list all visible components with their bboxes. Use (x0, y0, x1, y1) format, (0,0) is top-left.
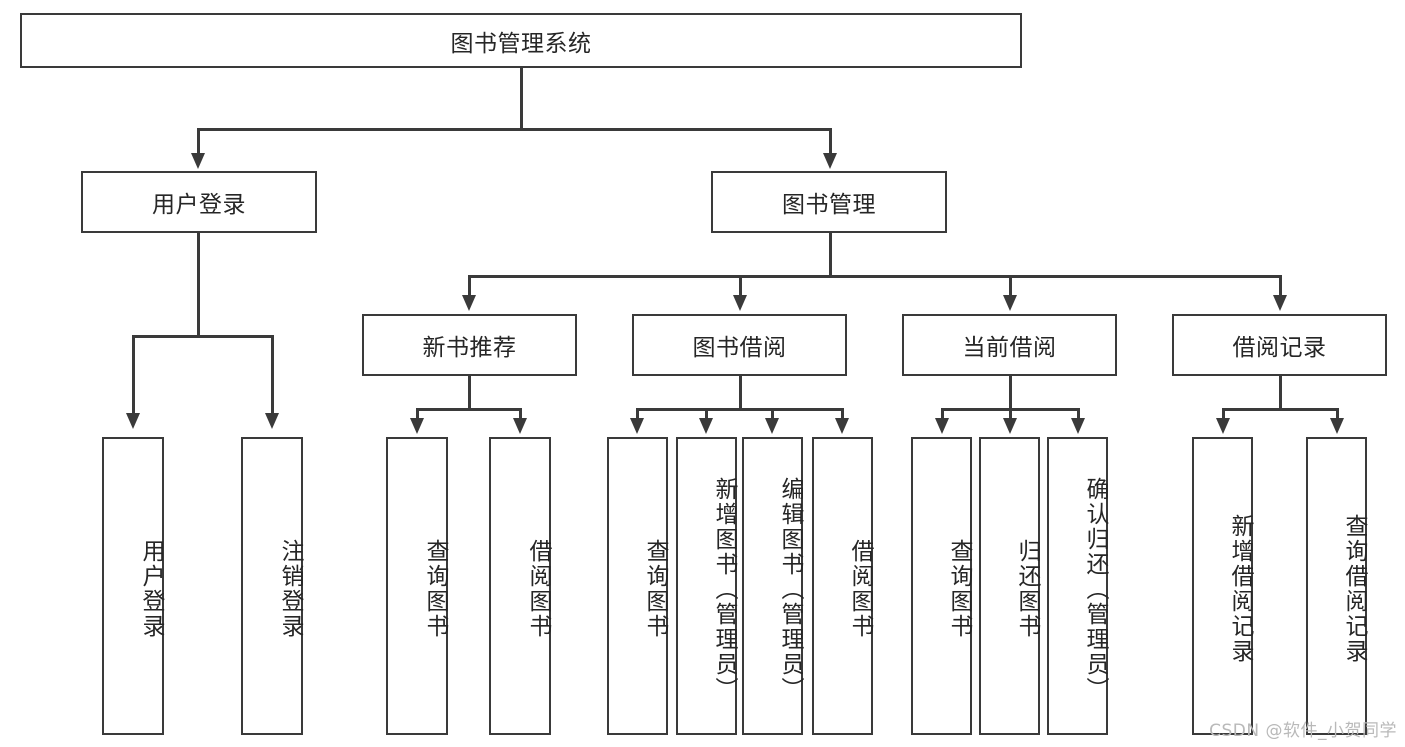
arrow-to-leaf-add-borrow-record (1216, 418, 1230, 434)
node-label: 查询图书 (422, 539, 448, 639)
leaf-user-login[interactable]: 用户登录 (102, 437, 164, 735)
connector-book-borrow-drop-3 (771, 408, 774, 420)
connector-book-borrow-drop-1 (636, 408, 639, 420)
node-new-book-recommend[interactable]: 新书推荐 (362, 314, 577, 376)
connector-level3-bus (469, 275, 1281, 278)
arrow-to-leaf-confirm-return (1071, 418, 1085, 434)
connector-level2-bus (198, 128, 832, 131)
connector-current-borrow-drop-3 (1077, 408, 1080, 420)
node-user-login[interactable]: 用户登录 (81, 171, 317, 233)
leaf-logout[interactable]: 注销登录 (241, 437, 303, 735)
leaf-return-book[interactable]: 归还图书 (979, 437, 1040, 735)
arrow-to-leaf-borrow-book-2 (835, 418, 849, 434)
node-label: 用户登录 (138, 539, 164, 639)
leaf-borrow-book-borrow[interactable]: 借阅图书 (812, 437, 873, 735)
connector-book-borrow-stem (739, 376, 742, 408)
connector-user-login-drop-1 (132, 335, 135, 415)
arrow-to-borrow-record (1273, 295, 1287, 311)
leaf-query-borrow-record[interactable]: 查询借阅记录 (1306, 437, 1367, 735)
connector-level3-drop-1 (468, 275, 471, 297)
arrow-to-leaf-return-book (1003, 418, 1017, 434)
connector-book-borrow-drop-4 (841, 408, 844, 420)
arrow-to-book-management (823, 153, 837, 169)
arrow-to-leaf-user-login (126, 413, 140, 429)
node-current-borrow[interactable]: 当前借阅 (902, 314, 1117, 376)
node-label: 新增图书（管理员） (711, 476, 737, 702)
arrow-to-leaf-query-book-2 (630, 418, 644, 434)
connector-user-login-bus (133, 335, 273, 338)
arrow-to-leaf-query-borrow-record (1330, 418, 1344, 434)
arrow-to-new-book-recommend (462, 295, 476, 311)
node-label: 查询图书 (642, 539, 668, 639)
node-book-management[interactable]: 图书管理 (711, 171, 947, 233)
node-label: 图书管理系统 (450, 30, 592, 57)
connector-current-borrow-stem (1009, 376, 1012, 408)
connector-new-book-drop-1 (416, 408, 419, 420)
node-label: 借阅记录 (1232, 335, 1327, 361)
connector-borrow-record-drop-2 (1336, 408, 1339, 420)
connector-user-login-stem (197, 233, 200, 335)
leaf-add-borrow-record[interactable]: 新增借阅记录 (1192, 437, 1253, 735)
arrow-to-user-login (191, 153, 205, 169)
leaf-add-book-admin[interactable]: 新增图书（管理员） (676, 437, 737, 735)
leaf-query-book-current[interactable]: 查询图书 (911, 437, 972, 735)
node-label: 当前借阅 (962, 335, 1057, 361)
leaf-borrow-book-new[interactable]: 借阅图书 (489, 437, 551, 735)
connector-level3-drop-4 (1279, 275, 1282, 297)
arrow-to-leaf-edit-book (765, 418, 779, 434)
connector-new-book-drop-2 (519, 408, 522, 420)
connector-book-borrow-drop-2 (705, 408, 708, 420)
connector-current-borrow-drop-1 (941, 408, 944, 420)
node-label: 用户登录 (152, 192, 246, 218)
connector-borrow-record-drop-1 (1222, 408, 1225, 420)
node-label: 归还图书 (1014, 539, 1040, 639)
node-label: 编辑图书（管理员） (777, 476, 803, 702)
node-book-borrow[interactable]: 图书借阅 (632, 314, 847, 376)
node-label: 新增借阅记录 (1227, 514, 1253, 664)
connector-current-borrow-drop-2 (1009, 408, 1012, 420)
leaf-query-book-new[interactable]: 查询图书 (386, 437, 448, 735)
arrow-to-current-borrow (1003, 295, 1017, 311)
connector-borrow-record-stem (1279, 376, 1282, 408)
connector-book-borrow-bus (637, 408, 843, 411)
node-borrow-record[interactable]: 借阅记录 (1172, 314, 1387, 376)
connector-new-book-bus (417, 408, 521, 411)
node-label: 查询图书 (946, 539, 972, 639)
node-label: 确认归还（管理员） (1082, 476, 1108, 702)
arrow-to-leaf-logout (265, 413, 279, 429)
connector-level2-drop-1 (197, 128, 200, 155)
node-label: 图书管理 (782, 192, 876, 218)
leaf-query-book-borrow[interactable]: 查询图书 (607, 437, 668, 735)
arrow-to-book-borrow (733, 295, 747, 311)
node-label: 查询借阅记录 (1341, 514, 1367, 664)
node-label: 借阅图书 (847, 539, 873, 639)
node-label: 借阅图书 (525, 539, 551, 639)
node-root-book-management-system[interactable]: 图书管理系统 (20, 13, 1022, 68)
connector-book-management-stem (829, 233, 832, 275)
leaf-edit-book-admin[interactable]: 编辑图书（管理员） (742, 437, 803, 735)
node-label: 新书推荐 (422, 335, 517, 361)
connector-level2-drop-2 (829, 128, 832, 155)
connector-level3-drop-3 (1009, 275, 1012, 297)
arrow-to-leaf-query-book-3 (935, 418, 949, 434)
connector-user-login-drop-2 (271, 335, 274, 415)
arrow-to-leaf-query-book-1 (410, 418, 424, 434)
connector-borrow-record-bus (1223, 408, 1338, 411)
connector-level3-drop-2 (739, 275, 742, 297)
connector-new-book-stem (468, 376, 471, 408)
node-label: 注销登录 (277, 539, 303, 639)
arrow-to-leaf-add-book (699, 418, 713, 434)
leaf-confirm-return-admin[interactable]: 确认归还（管理员） (1047, 437, 1108, 735)
watermark: CSDN @软件_小贺同学 (1209, 721, 1397, 741)
connector-root-stem (520, 68, 523, 128)
node-label: 图书借阅 (692, 335, 787, 361)
arrow-to-leaf-borrow-book-1 (513, 418, 527, 434)
